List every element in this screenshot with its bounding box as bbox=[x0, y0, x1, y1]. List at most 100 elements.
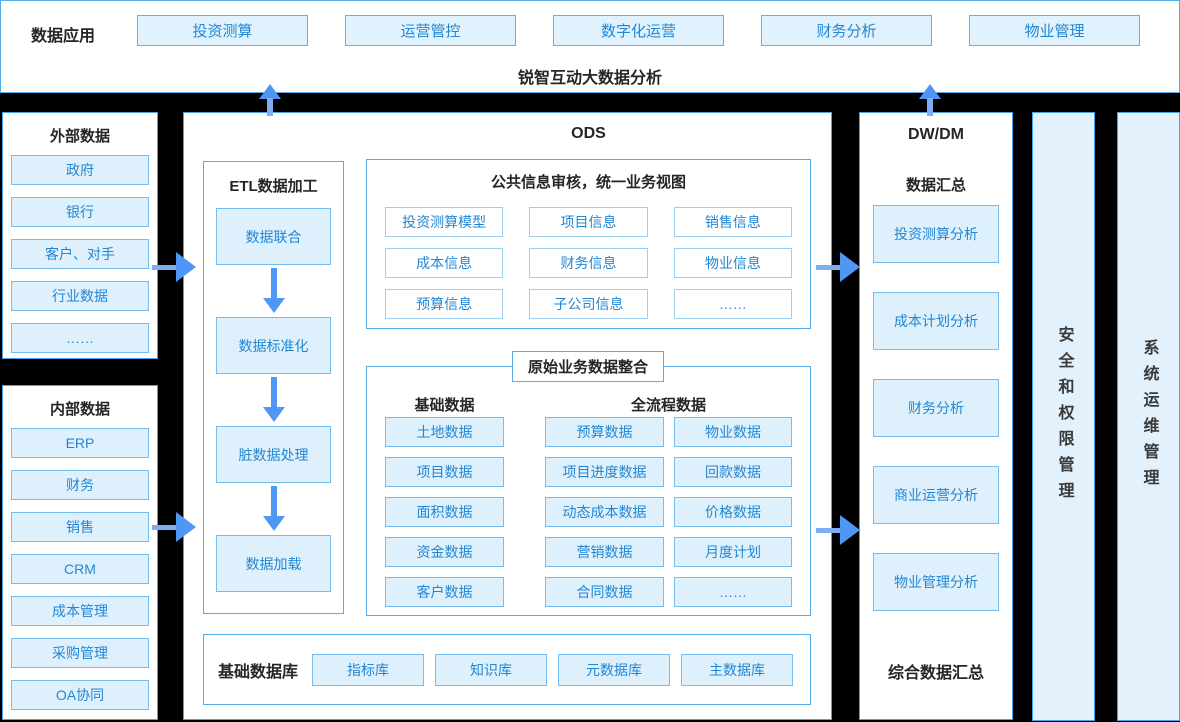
app-button[interactable]: 运营管控 bbox=[345, 15, 516, 46]
review-item: 预算信息 bbox=[385, 289, 504, 319]
app-button[interactable]: 物业管理 bbox=[969, 15, 1140, 46]
etl-step: 数据加载 bbox=[216, 535, 331, 592]
flow-arrow-up-icon bbox=[919, 84, 941, 116]
flow-arrow-down-icon bbox=[216, 483, 331, 535]
internal-data-panel: 内部数据 ERP 财务销售 CRM 成本管理采购管理 OA协同 bbox=[2, 385, 158, 720]
flow-data-column-1: 预算数据项目进度数据动态成本数据营销数据合同数据 bbox=[545, 417, 664, 617]
app-layer-band: 数据应用 投资测算 运营管控 数字化运营 财务分析 物业管理 锐智互动大数据分析 bbox=[0, 0, 1180, 93]
flow-data-item: 项目进度数据 bbox=[545, 457, 664, 487]
internal-data-item: 销售 bbox=[11, 512, 149, 542]
etl-box: ETL数据加工 数据联合数据标准化脏数据处理数据加载 bbox=[203, 161, 344, 614]
internal-data-item: CRM bbox=[11, 554, 149, 584]
dw-analysis-item: 财务分析 bbox=[873, 379, 999, 437]
etl-title: ETL数据加工 bbox=[229, 178, 318, 195]
app-button[interactable]: 数字化运营 bbox=[553, 15, 724, 46]
flow-arrow-right-icon bbox=[152, 512, 196, 542]
review-title: 公共信息审核，统一业务视图 bbox=[490, 174, 686, 191]
external-data-item: …… bbox=[11, 323, 149, 353]
review-grid: 投资测算模型项目信息销售信息成本信息财务信息物业信息预算信息子公司信息 …… bbox=[385, 207, 792, 319]
etl-steps: 数据联合数据标准化脏数据处理数据加载 bbox=[216, 208, 331, 592]
security-permission-label: 安全和权限管理 bbox=[1055, 325, 1073, 508]
internal-data-item: ERP bbox=[11, 428, 149, 458]
dw-analysis-item: 成本计划分析 bbox=[873, 292, 999, 350]
etl-step: 数据标准化 bbox=[216, 317, 331, 374]
flow-data-item: 营销数据 bbox=[545, 537, 664, 567]
base-data-item: 面积数据 bbox=[385, 497, 504, 527]
internal-data-item: OA协同 bbox=[11, 680, 149, 710]
flow-arrow-right-icon bbox=[152, 252, 196, 282]
base-db-item: 主数据库 bbox=[681, 654, 793, 686]
base-data-item: 客户数据 bbox=[385, 577, 504, 607]
base-db-title: 基础数据库 bbox=[217, 663, 298, 681]
security-permission-bar: 安全和权限管理 bbox=[1032, 112, 1095, 721]
internal-data-item: 采购管理 bbox=[11, 638, 149, 668]
base-db-box: 基础数据库 指标库知识库元数据库主数据库 bbox=[203, 634, 811, 705]
internal-data-item: 成本管理 bbox=[11, 596, 149, 626]
base-data-item: 资金数据 bbox=[385, 537, 504, 567]
base-db-row: 指标库知识库元数据库主数据库 bbox=[312, 654, 793, 686]
base-db-item: 元数据库 bbox=[558, 654, 670, 686]
flow-data-column-2: 物业数据回款数据价格数据月度计划 …… bbox=[674, 417, 792, 617]
flow-data-item: …… bbox=[674, 577, 792, 607]
review-item: 子公司信息 bbox=[529, 289, 648, 319]
review-item: 物业信息 bbox=[673, 248, 792, 278]
dwdm-panel: DW/DM 数据汇总 投资测算分析成本计划分析财务分析商业运营分析物业管理分析 … bbox=[859, 112, 1013, 720]
review-item: 销售信息 bbox=[673, 207, 792, 237]
ods-title: ODS bbox=[571, 125, 606, 142]
flow-data-item: 月度计划 bbox=[674, 537, 792, 567]
base-db-item: 知识库 bbox=[435, 654, 547, 686]
etl-step: 数据联合 bbox=[216, 208, 331, 265]
internal-data-item: 财务 bbox=[11, 470, 149, 500]
internal-data-title: 内部数据 bbox=[49, 401, 110, 418]
system-ops-label: 系统运维管理 bbox=[1140, 338, 1158, 495]
external-data-item: 政府 bbox=[11, 155, 149, 185]
base-data-column: 土地数据项目数据面积数据资金数据客户数据 bbox=[385, 417, 504, 617]
dwdm-title: DW/DM bbox=[908, 126, 964, 143]
flow-arrow-right-icon bbox=[816, 252, 860, 282]
review-item: …… bbox=[673, 289, 792, 319]
etl-step: 脏数据处理 bbox=[216, 426, 331, 483]
data-summary-label: 数据汇总 bbox=[905, 177, 966, 194]
review-item: 财务信息 bbox=[529, 248, 648, 278]
flow-arrow-down-icon bbox=[216, 265, 331, 317]
review-item: 投资测算模型 bbox=[385, 207, 504, 237]
dw-analysis-item: 物业管理分析 bbox=[873, 553, 999, 611]
flow-data-item: 回款数据 bbox=[674, 457, 792, 487]
flow-arrow-right-icon bbox=[816, 515, 860, 545]
review-box: 公共信息审核，统一业务视图 投资测算模型项目信息销售信息成本信息财务信息物业信息… bbox=[366, 159, 811, 329]
app-button[interactable]: 财务分析 bbox=[761, 15, 932, 46]
review-item: 成本信息 bbox=[385, 248, 504, 278]
dw-analysis-item: 投资测算分析 bbox=[873, 205, 999, 263]
base-db-item: 指标库 bbox=[312, 654, 424, 686]
flow-arrow-down-icon bbox=[216, 374, 331, 426]
system-ops-bar: 系统运维管理 bbox=[1117, 112, 1180, 721]
data-app-label: 数据应用 bbox=[31, 28, 96, 45]
raw-data-title: 原始业务数据整合 bbox=[512, 351, 664, 382]
review-item: 项目信息 bbox=[529, 207, 648, 237]
flow-data-item: 合同数据 bbox=[545, 577, 664, 607]
internal-data-list: ERP 财务销售 CRM 成本管理采购管理 OA协同 bbox=[11, 428, 149, 722]
app-button[interactable]: 投资测算 bbox=[137, 15, 308, 46]
dw-analysis-list: 投资测算分析成本计划分析财务分析商业运营分析物业管理分析 bbox=[873, 205, 999, 640]
flow-arrow-up-icon bbox=[259, 84, 281, 116]
external-data-item: 客户、对手 bbox=[11, 239, 149, 269]
platform-caption: 锐智互动大数据分析 bbox=[517, 70, 662, 87]
external-data-list: 政府银行客户、对手行业数据 …… bbox=[11, 155, 149, 365]
external-data-title: 外部数据 bbox=[49, 128, 110, 145]
dw-analysis-item: 商业运营分析 bbox=[873, 466, 999, 524]
full-process-label: 全流程数据 bbox=[630, 397, 706, 414]
flow-data-item: 动态成本数据 bbox=[545, 497, 664, 527]
base-data-item: 项目数据 bbox=[385, 457, 504, 487]
ods-panel: ODS ETL数据加工 数据联合数据标准化脏数据处理数据加载 公共信息审核，统一… bbox=[183, 112, 832, 720]
base-data-item: 土地数据 bbox=[385, 417, 504, 447]
flow-data-item: 预算数据 bbox=[545, 417, 664, 447]
app-button-row: 投资测算 运营管控 数字化运营 财务分析 物业管理 bbox=[137, 15, 1140, 46]
flow-data-item: 物业数据 bbox=[674, 417, 792, 447]
combined-summary-label: 综合数据汇总 bbox=[887, 665, 984, 682]
base-data-label: 基础数据 bbox=[414, 397, 475, 414]
external-data-panel: 外部数据 政府银行客户、对手行业数据 …… bbox=[2, 112, 158, 359]
external-data-item: 银行 bbox=[11, 197, 149, 227]
flow-data-item: 价格数据 bbox=[674, 497, 792, 527]
external-data-item: 行业数据 bbox=[11, 281, 149, 311]
raw-data-box: 原始业务数据整合 基础数据 全流程数据 土地数据项目数据面积数据资金数据客户数据… bbox=[366, 351, 811, 617]
